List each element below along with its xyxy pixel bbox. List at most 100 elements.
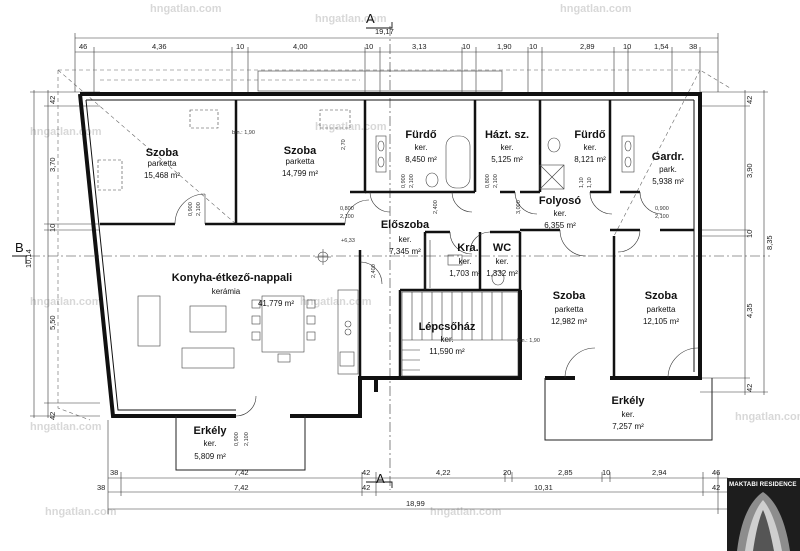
bottom-dim-6: 2,85 xyxy=(558,468,573,477)
room-floor: parketta xyxy=(647,305,676,314)
room-floor: parketta xyxy=(148,159,177,168)
room-labels: Szoba parketta 15,468 m² Szoba parketta … xyxy=(144,129,684,461)
section-mark-a-top: A xyxy=(366,11,375,26)
watermarks: hngatlan.com hngatlan.com hngatlan.com h… xyxy=(30,3,800,518)
toilet-icon xyxy=(547,137,561,153)
room-name: Fürdő xyxy=(574,129,605,141)
brand-logo: MAKTABI RESIDENCE xyxy=(727,478,800,551)
kitchen-counter-icon xyxy=(337,289,359,375)
watermark-text: hngatlan.com xyxy=(430,506,502,518)
room-name: Erkély xyxy=(611,395,645,407)
top-dim-3: 10 xyxy=(236,42,244,51)
furniture xyxy=(97,109,635,375)
room-area: 41,779 m² xyxy=(258,299,294,308)
right-dimension-chain xyxy=(700,90,768,395)
watermark-text: hngatlan.com xyxy=(45,506,117,518)
left-dim-1: 42 xyxy=(48,96,57,104)
left-dim-2: 3,70 xyxy=(48,157,57,172)
opening-label: 2,100 xyxy=(196,202,202,216)
room-area: 5,809 m² xyxy=(194,452,226,461)
room-floor: parketta xyxy=(555,305,584,314)
room-name: Szoba xyxy=(553,290,586,302)
watermark-text: hngatlan.com xyxy=(30,421,102,433)
opening-label: 2,100 xyxy=(655,214,669,220)
watermark-text: hngatlan.com xyxy=(30,296,102,308)
opening-labels: 0,900 2,100 0,800 2,100 0,900 2,100 0,80… xyxy=(188,174,669,446)
watermark-text: hngatlan.com xyxy=(560,3,632,15)
room-floor: park. xyxy=(659,165,677,174)
toilet-icon xyxy=(491,270,505,286)
opening-label: 2,100 xyxy=(340,214,354,220)
staircase xyxy=(401,236,519,377)
room-area: 6,355 m² xyxy=(544,221,576,230)
room-name: Lépcsőház xyxy=(419,321,476,333)
bottom-dim-row2-4: 10,31 xyxy=(534,483,553,492)
left-dim-4: 5,50 xyxy=(48,315,57,330)
height-note: 2,70 xyxy=(341,139,347,150)
section-lines xyxy=(30,26,770,490)
ceiling-height-note: bm.: 1,90 xyxy=(232,130,255,136)
room-area: 7,345 m² xyxy=(389,247,421,256)
top-dim-7: 10 xyxy=(462,42,470,51)
room-area: 8,450 m² xyxy=(405,155,437,164)
bottom-dim-8: 2,94 xyxy=(652,468,667,477)
room-name: Szoba xyxy=(645,290,678,302)
bottom-dim-1: 38 xyxy=(110,468,118,477)
room-floor: ker. xyxy=(584,143,597,152)
opening-label: 0,900 xyxy=(655,206,669,212)
top-dim-12: 1,54 xyxy=(654,42,669,51)
left-dim-3: 10 xyxy=(48,224,57,232)
opening-label: 2,100 xyxy=(493,174,499,188)
top-dim-6: 3,13 xyxy=(412,42,427,51)
section-mark-a-bottom: A xyxy=(376,471,385,486)
opening-label: 0,900 xyxy=(234,432,240,446)
top-dim-4: 4,00 xyxy=(293,42,308,51)
level-note: +6,33 xyxy=(341,238,355,244)
top-dim-10: 2,89 xyxy=(580,42,595,51)
room-name: Szoba xyxy=(284,145,317,157)
room-area: 1,703 m² xyxy=(449,269,481,278)
bottom-dimension-chain xyxy=(107,420,728,514)
right-dim-3: 10 xyxy=(745,230,754,238)
opening-label: 0,800 xyxy=(485,174,491,188)
watermark-text: hngatlan.com xyxy=(315,13,387,25)
sink-icon xyxy=(339,351,355,367)
top-dim-8: 1,90 xyxy=(497,42,512,51)
sofa-icon xyxy=(137,295,161,347)
opening-label: 2,100 xyxy=(244,432,250,446)
room-name: Folyosó xyxy=(539,195,581,207)
chimney-outline xyxy=(257,70,503,92)
opening-label: 1,10 xyxy=(587,177,593,188)
room-area: 5,125 m² xyxy=(491,155,523,164)
right-dim-4: 4,35 xyxy=(745,303,754,318)
washbasin-icon xyxy=(375,135,387,173)
left-dimension-chain xyxy=(30,90,100,418)
room-floor: ker. xyxy=(204,439,217,448)
room-floor: ker. xyxy=(501,143,514,152)
bottom-dim-row2-2: 7,42 xyxy=(234,483,249,492)
room-floor: ker. xyxy=(441,335,454,344)
opening-label: 1,10 xyxy=(579,177,585,188)
room-area: 14,799 m² xyxy=(282,169,318,178)
room-name: WC xyxy=(493,242,511,254)
room-area: 1,332 m² xyxy=(486,269,518,278)
section-b-arrow xyxy=(12,255,27,264)
opening-label: 3,000 xyxy=(516,200,522,214)
room-area: 11,590 m² xyxy=(429,347,465,356)
room-name: Gardr. xyxy=(652,151,684,163)
coffee-table-icon xyxy=(189,305,227,333)
exterior-wall-inner xyxy=(85,99,695,411)
watermark-text: hngatlan.com xyxy=(150,3,222,15)
top-dim-1: 46 xyxy=(79,42,87,51)
room-name: Előszoba xyxy=(381,219,430,231)
room-floor: kerámia xyxy=(212,287,241,296)
section-mark-b: B xyxy=(15,240,24,255)
bottom-dim-3: 42 xyxy=(362,468,370,477)
top-dim-11: 10 xyxy=(623,42,631,51)
room-floor: ker. xyxy=(415,143,428,152)
watermark-text: hngatlan.com xyxy=(315,121,387,133)
room-name: Erkély xyxy=(193,425,227,437)
brand-name: MAKTABI RESIDENCE xyxy=(729,481,797,488)
room-area: 7,257 m² xyxy=(612,422,644,431)
